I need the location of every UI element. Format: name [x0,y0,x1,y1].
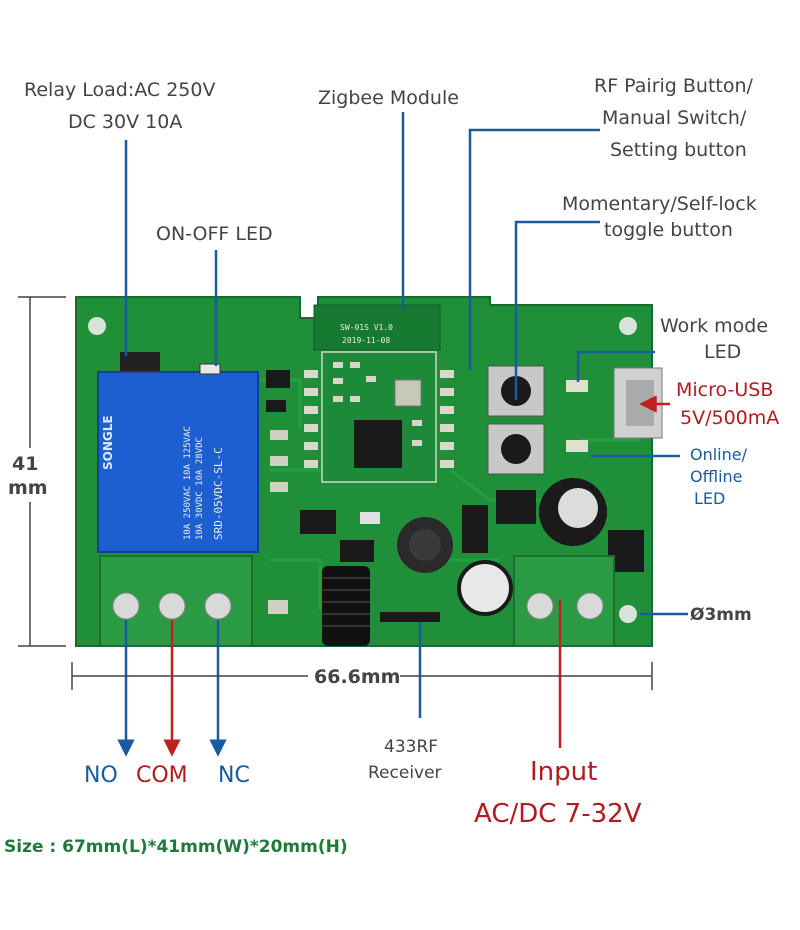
height-unit: mm [8,477,48,499]
terminal-com[interactable] [158,592,186,620]
work-mode-label-1: Work mode [660,315,768,337]
momentary-toggle-button[interactable] [487,423,545,475]
relay-text-1: 10A 250VAC 10A 125VAC [183,426,193,540]
on-off-led-label: ON-OFF LED [156,223,273,245]
online-led [566,440,588,452]
zigbee-module: SW-01S V1.0 2019-11-08 [304,304,454,483]
width-value: 66.6mm [314,666,400,688]
module-text-1: SW-01S V1.0 [340,323,393,332]
relay: SONGLE 10A 250VAC 10A 125VAC 10A 30VDC 1… [97,352,259,553]
relay-text-3: SRD-05VDC-SL-C [212,447,225,540]
momentary-label-1: Momentary/Self-lock [562,193,757,215]
terminal-nc[interactable] [204,592,232,620]
rf-button-label-2: Manual Switch/ [602,107,747,129]
capacitor-large [539,478,607,546]
height-value: 41 [12,453,38,475]
input-terminal-block [513,555,615,647]
work-mode-led [566,380,588,392]
online-label-2: Offline [690,467,743,486]
relay-text-2: 10A 30VDC 10A 28VDC [195,437,205,540]
rf-button-label-1: RF Pairig Button/ [594,75,754,97]
mount-hole [88,317,106,335]
mount-hole [619,605,637,623]
mount-hole [619,317,637,335]
work-mode-pointer [576,350,655,382]
input-label-1: Input [530,757,597,787]
hole-label: Ø3mm [690,605,752,625]
zigbee-module-label: Zigbee Module [318,87,459,109]
terminal-input-1[interactable] [526,592,554,620]
terminal-input-2[interactable] [576,592,604,620]
momentary-label-2: toggle button [604,219,733,241]
rf-receiver-coil [322,566,440,646]
rf-receiver-label-2: Receiver [368,763,442,783]
com-label: COM [136,763,188,788]
online-label-1: Online/ [690,445,748,464]
output-terminal-block [99,555,253,647]
size-caption: Size : 67mm(L)*41mm(W)*20mm(H) [4,837,348,857]
rf-button-label-3: Setting button [610,139,747,161]
relay-load-label-2: DC 30V 10A [68,111,182,133]
zigbee-chip [354,420,402,468]
momentary-pointer [514,220,600,400]
rf-receiver-label-1: 433RF [384,737,438,757]
no-label: NO [84,763,118,788]
nc-label: NC [218,763,250,788]
smd-components [266,370,644,614]
relay-load-label-1: Relay Load:AC 250V [24,79,215,101]
rf-button-pointer [468,128,600,370]
on-off-led [199,363,221,375]
input-label-2: AC/DC 7-32V [474,799,642,829]
online-label-3: LED [694,489,725,508]
relay-brand: SONGLE [101,415,115,470]
capacitor-small [457,560,513,616]
terminal-no[interactable] [112,592,140,620]
work-mode-label-2: LED [704,341,741,363]
micro-usb-label-1: Micro-USB [676,379,773,401]
module-text-2: 2019-11-08 [342,336,390,345]
micro-usb-label-2: 5V/500mA [680,407,779,429]
